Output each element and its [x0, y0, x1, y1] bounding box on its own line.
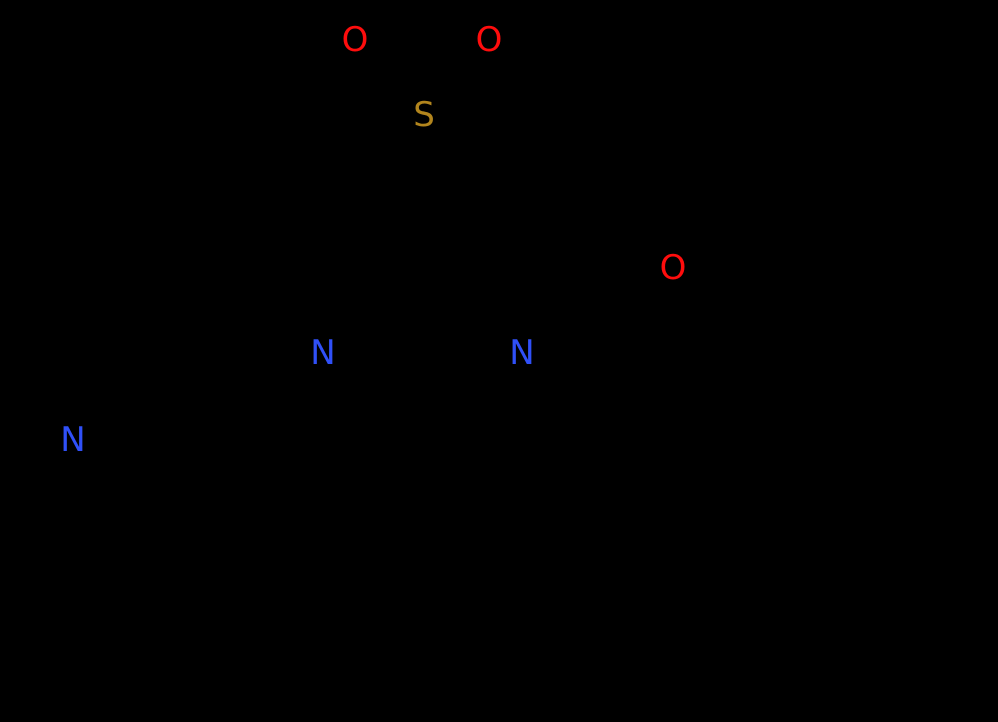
atom-nitrogen-1: N	[310, 333, 336, 373]
atom-oxygen-1: O	[341, 20, 369, 60]
atom-oxygen-3: O	[659, 248, 687, 288]
atom-nitrogen-2: N	[509, 333, 535, 373]
atom-nitrogen-3: N	[60, 420, 86, 460]
atom-sulfur: S	[413, 95, 435, 135]
atom-oxygen-2: O	[475, 20, 503, 60]
